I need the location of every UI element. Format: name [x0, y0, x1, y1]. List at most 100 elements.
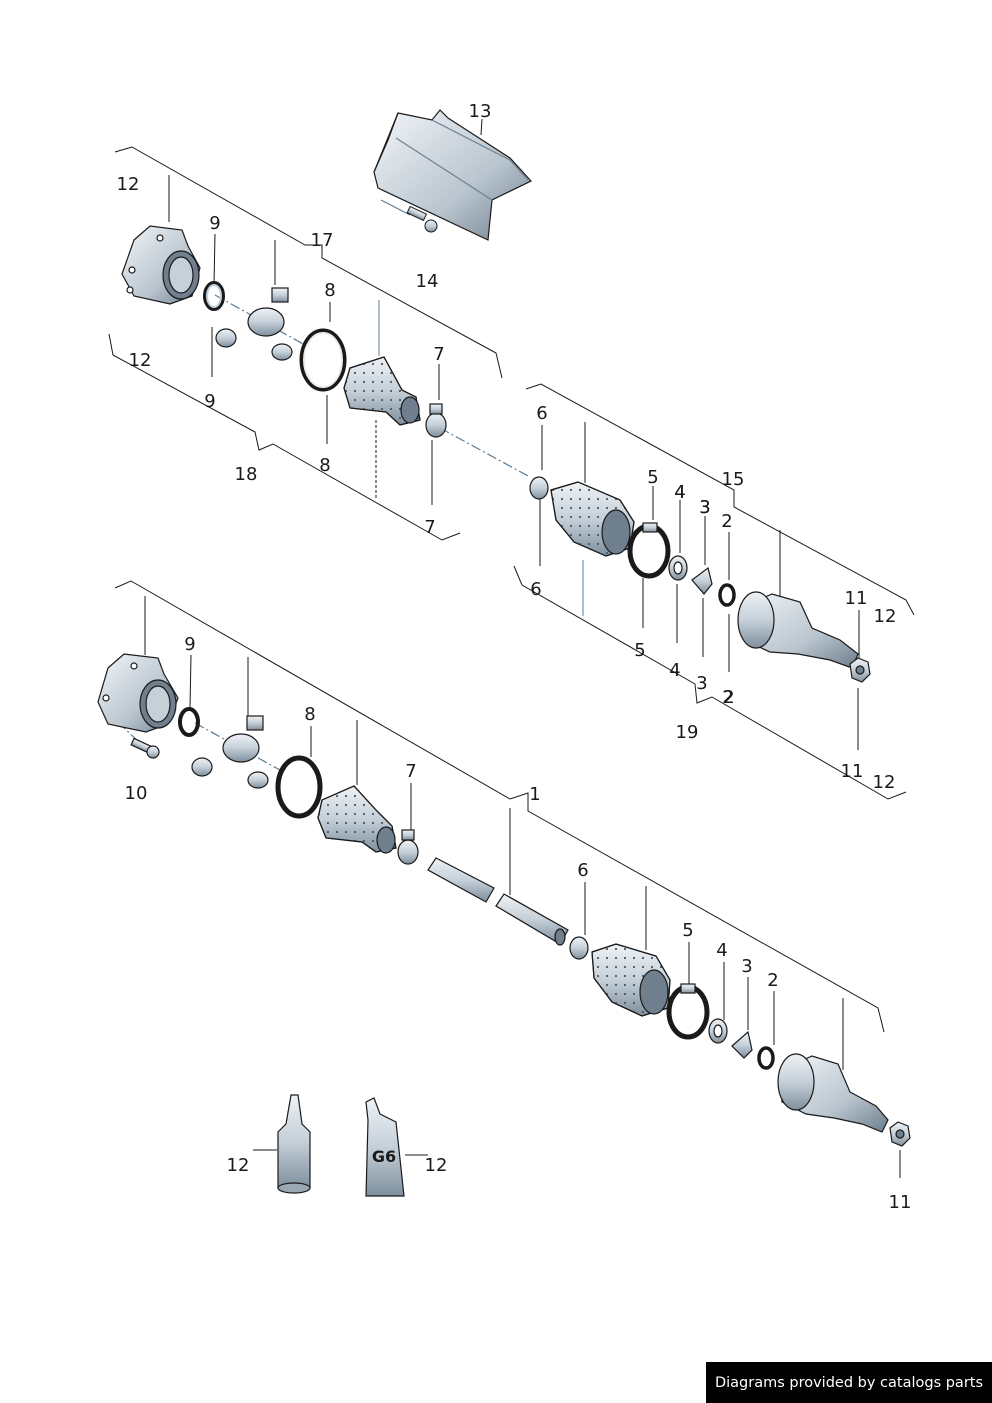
- flange-12-lower: [97, 653, 179, 733]
- callout-label-7[interactable]: 7: [424, 517, 436, 538]
- callout-label-9[interactable]: 9: [184, 634, 196, 655]
- clip-7-upper: [425, 403, 447, 438]
- callout-label-3[interactable]: 3: [741, 956, 753, 977]
- callout-label-4[interactable]: 4: [674, 482, 686, 503]
- bolt-10: [130, 737, 160, 759]
- transmission-cover-14: [373, 109, 532, 241]
- clip-6-upper: [529, 476, 549, 500]
- boot-lower-inner: [317, 785, 397, 854]
- callout-label-9[interactable]: 9: [209, 213, 221, 234]
- clip-6-lower: [569, 936, 589, 960]
- bracket-20: [513, 565, 907, 800]
- callout-label-12[interactable]: 12: [424, 1155, 448, 1176]
- dish-3-upper: [691, 566, 713, 595]
- outer-joint-upper: [737, 591, 859, 669]
- callout-label-18[interactable]: 18: [234, 464, 258, 485]
- callout-label-14[interactable]: 14: [415, 271, 439, 292]
- leader-line: [480, 118, 483, 136]
- dish-3-lower: [731, 1030, 753, 1059]
- bolt-15: [406, 205, 438, 233]
- callout-label-11[interactable]: 11: [844, 588, 868, 609]
- axis-lines: [117, 294, 531, 771]
- clamp-8-upper-inner: [303, 332, 343, 388]
- tripod-joint-upper: [215, 287, 293, 361]
- callout-label-9[interactable]: 9: [204, 391, 216, 412]
- leader-line: [189, 654, 192, 709]
- callout-label-2[interactable]: 2: [723, 687, 735, 708]
- washer-4-upper-hole: [673, 561, 683, 575]
- credit-text: Diagrams provided by catalogs parts: [714, 1374, 984, 1391]
- shaft-1: [427, 857, 569, 946]
- clamp-8-lower: [275, 755, 323, 819]
- nut-11-upper: [849, 657, 871, 683]
- callout-label-8[interactable]: 8: [319, 455, 331, 476]
- callout-label-17[interactable]: 17: [310, 230, 334, 251]
- boot-upper-inner: [343, 356, 421, 426]
- callout-label-8[interactable]: 8: [304, 704, 316, 725]
- upper-right-assembly: [529, 476, 871, 683]
- bracket-1: [114, 580, 885, 1033]
- callout-label-5[interactable]: 5: [647, 467, 659, 488]
- callout-label-1[interactable]: 1: [529, 784, 541, 805]
- callout-label-6[interactable]: 6: [530, 579, 542, 600]
- clamp-8-upper: [299, 328, 347, 392]
- callout-label-12[interactable]: 12: [128, 350, 152, 371]
- clip-7-lower: [397, 829, 419, 865]
- callout-label-12[interactable]: 12: [872, 772, 896, 793]
- callout-label-2[interactable]: 2: [767, 970, 779, 991]
- leader-line: [213, 233, 216, 285]
- callout-label-7[interactable]: 7: [433, 344, 445, 365]
- group-brackets: [108, 146, 915, 1033]
- bracket-17: [525, 383, 915, 616]
- boot-lower-outer: [591, 943, 671, 1017]
- clamp-5-upper: [627, 523, 671, 579]
- callout-label-11[interactable]: 11: [888, 1192, 912, 1213]
- callout-label-12[interactable]: 12: [873, 606, 897, 627]
- callout-label-7[interactable]: 7: [405, 761, 417, 782]
- callout-label-19[interactable]: 19: [675, 722, 699, 743]
- callout-label-6[interactable]: 6: [577, 860, 589, 881]
- bracket-18: [114, 146, 503, 379]
- callout-label-3[interactable]: 3: [699, 497, 711, 518]
- callout-label-13[interactable]: 13: [468, 101, 492, 122]
- callout-label-2[interactable]: 2: [722, 687, 734, 708]
- callout-label-4[interactable]: 4: [669, 660, 681, 681]
- clamp-5-upper-buckle: [642, 522, 658, 533]
- callout-label-3[interactable]: 3: [699, 497, 711, 518]
- callout-label-11[interactable]: 11: [840, 761, 864, 782]
- bracket-19: [108, 333, 461, 541]
- flange-12-upper: [121, 225, 201, 305]
- grease-tube-label: G6: [372, 1147, 396, 1166]
- lower-assembly: [97, 653, 911, 1147]
- callout-label-4[interactable]: 4: [716, 940, 728, 961]
- axis-line: [214, 294, 306, 346]
- callout-label-12[interactable]: 12: [226, 1155, 250, 1176]
- circlip-9-lower: [178, 707, 200, 737]
- leader-line: [380, 199, 411, 216]
- sealant-bottle-13: [277, 1094, 311, 1194]
- callout-label-10[interactable]: 10: [124, 783, 148, 804]
- clamp-5-lower-buckle: [680, 983, 696, 994]
- callout-label-8[interactable]: 8: [324, 280, 336, 301]
- callout-label-5[interactable]: 5: [634, 640, 646, 661]
- callout-label-6[interactable]: 6: [536, 403, 548, 424]
- callout-label-2[interactable]: 2: [721, 511, 733, 532]
- circlip-2-lower: [757, 1046, 775, 1070]
- callout-label-15[interactable]: 15: [721, 469, 745, 490]
- credit-banner: Diagrams provided by catalogs parts: [706, 1362, 992, 1403]
- circlip-2-upper: [718, 583, 736, 607]
- axis-line: [194, 722, 281, 771]
- boot-upper-outer: [550, 481, 635, 557]
- leader-lines: [144, 118, 901, 1178]
- circlip-9-upper-inner: [206, 284, 222, 308]
- grease-tube-12: G6: [365, 1097, 405, 1197]
- nut-11-lower: [889, 1121, 911, 1147]
- clamp-5-lower: [666, 984, 710, 1040]
- axis-line: [439, 427, 531, 478]
- upper-left-assembly: [121, 225, 447, 438]
- callout-label-4[interactable]: 4: [674, 482, 686, 503]
- callout-label-5[interactable]: 5: [682, 920, 694, 941]
- callout-label-12[interactable]: 12: [116, 174, 140, 195]
- callout-label-3[interactable]: 3: [696, 673, 708, 694]
